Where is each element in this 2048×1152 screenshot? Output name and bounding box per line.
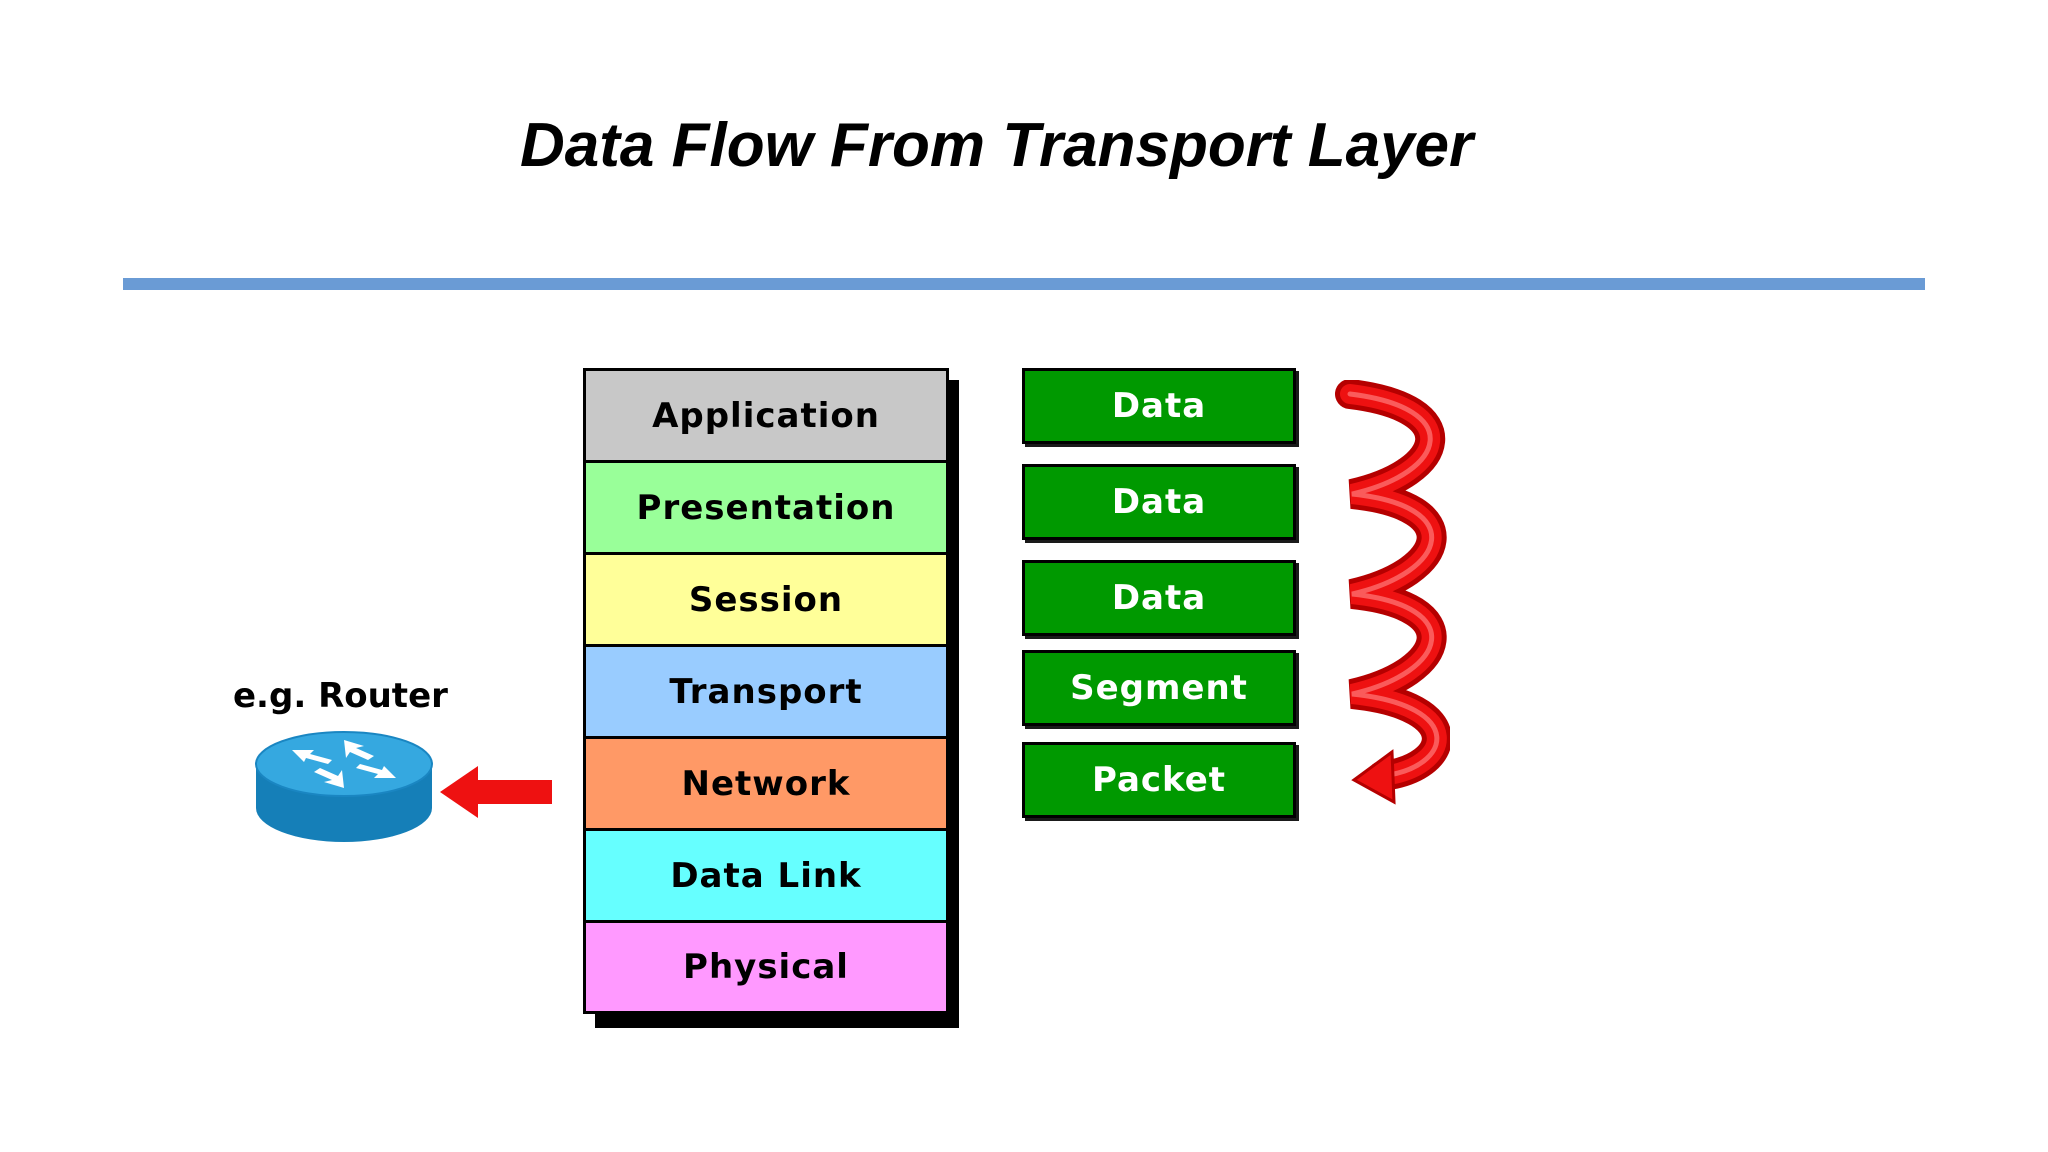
layer-data-link: Data Link (586, 831, 946, 923)
router-icon (255, 731, 433, 842)
title-divider (123, 278, 1925, 290)
layer-transport: Transport (586, 647, 946, 739)
pdu-segment: Segment (1022, 650, 1296, 726)
layer-session: Session (586, 555, 946, 647)
layer-network: Network (586, 739, 946, 831)
osi-layer-stack: Application Presentation Session Transpo… (583, 368, 949, 1014)
layer-application: Application (586, 371, 946, 463)
layer-physical: Physical (586, 923, 946, 1011)
layer-presentation: Presentation (586, 463, 946, 555)
red-arrow-left-icon (440, 766, 552, 818)
pdu-data-application: Data (1022, 368, 1296, 444)
pdu-packet: Packet (1022, 742, 1296, 818)
slide-title: Data Flow From Transport Layer (520, 111, 1474, 180)
router-label: e.g. Router (233, 676, 448, 716)
red-spiral-down-arrow-icon (1335, 380, 1450, 805)
pdu-data-session: Data (1022, 560, 1296, 636)
pdu-data-presentation: Data (1022, 464, 1296, 540)
